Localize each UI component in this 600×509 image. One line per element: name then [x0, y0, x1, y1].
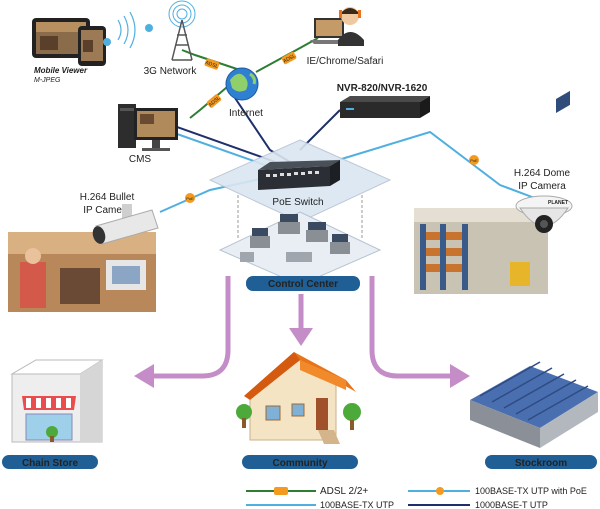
svg-text:ADSL: ADSL — [204, 60, 219, 70]
line-badges: ADSL ADSL ADSL PoE PoE — [185, 51, 479, 203]
legend-gbe-label: 1000BASE-T UTP — [475, 500, 548, 509]
mobile-viewer-label: Mobile Viewer — [34, 66, 88, 75]
control-desks — [240, 214, 350, 262]
control-center: PoE Switch Control Center — [208, 139, 392, 291]
bullet-camera-line2: IP Camera — [83, 205, 131, 216]
poe-switch-label: PoE Switch — [272, 197, 323, 208]
poe-badge: PoE — [469, 155, 479, 165]
site-arrows — [150, 276, 452, 379]
nvr-device: NVR-820/NVR-1620 — [337, 83, 430, 118]
community-house: Community — [236, 352, 361, 469]
control-center-label: Control Center — [268, 279, 338, 290]
adsl-badge: ADSL — [281, 51, 297, 65]
poe-switch: PoE Switch — [258, 160, 340, 208]
legend-item-poe: 100BASE-TX UTP with PoE — [408, 486, 587, 496]
bullet-camera-line1: H.264 Bullet — [80, 192, 135, 203]
bullet-camera: H.264 Bullet IP Camera — [8, 192, 159, 312]
adsl-link-3g — [181, 49, 241, 71]
legend-item-tx: 100BASE-TX UTP — [246, 500, 394, 509]
cms-label: CMS — [129, 154, 152, 165]
legend-item-gbe: 1000BASE-T UTP — [408, 500, 548, 509]
cms-station: CMS — [118, 104, 178, 165]
dome-camera-line1: H.264 Dome — [514, 168, 571, 179]
chain-store: Chain Store — [2, 359, 104, 469]
dome-camera: H.264 Dome IP Camera PLANET — [414, 168, 573, 294]
mobile-viewer-sub: M-JPEG — [34, 77, 61, 84]
browser-label: IE/Chrome/Safari — [307, 56, 384, 67]
adsl-badge: ADSL — [204, 58, 220, 70]
adsl-badge: ADSL — [206, 94, 222, 108]
3g-network-label: 3G Network — [144, 66, 198, 77]
control-center-banner — [246, 276, 360, 291]
legend: ADSL 2/2+ 100BASE-TX UTP with PoE 100BAS… — [246, 486, 587, 509]
svg-text:PoE: PoE — [186, 196, 194, 201]
cell-tower: 3G Network — [144, 0, 198, 77]
dome-camera-line2: IP Camera — [518, 181, 566, 192]
community-label: Community — [273, 458, 328, 469]
internet-globe: Internet — [225, 67, 263, 119]
community-banner — [242, 455, 358, 469]
arrow-heads — [134, 328, 470, 388]
chain-store-label: Chain Store — [22, 458, 79, 469]
stockroom-label: Stockroom — [515, 458, 567, 469]
svg-text:ADSL: ADSL — [282, 53, 297, 65]
legend-poe-label: 100BASE-TX UTP with PoE — [475, 486, 587, 496]
adsl-link-internet-down — [189, 81, 234, 119]
wifi-waves — [117, 11, 153, 49]
stockroom-warehouse: Stockroom — [470, 90, 598, 469]
svg-text:PoE: PoE — [470, 158, 478, 163]
poe-link-dome — [311, 130, 541, 201]
mobile-viewer: Mobile Viewer M-JPEG — [32, 18, 111, 84]
legend-adsl-label: ADSL 2/2+ — [320, 486, 368, 497]
poe-badge: PoE — [185, 193, 195, 203]
legend-item-adsl: ADSL 2/2+ — [246, 486, 368, 497]
internet-label: Internet — [229, 108, 263, 119]
wifi-badge — [145, 24, 153, 32]
legend-tx-label: 100BASE-TX UTP — [320, 500, 394, 509]
stockroom-banner — [485, 455, 597, 469]
nvr-label: NVR-820/NVR-1620 — [337, 83, 428, 94]
dome-brand: PLANET — [548, 200, 568, 206]
wifi-badge — [103, 38, 111, 46]
browser-client: IE/Chrome/Safari — [307, 7, 384, 67]
chain-store-banner — [2, 455, 98, 469]
